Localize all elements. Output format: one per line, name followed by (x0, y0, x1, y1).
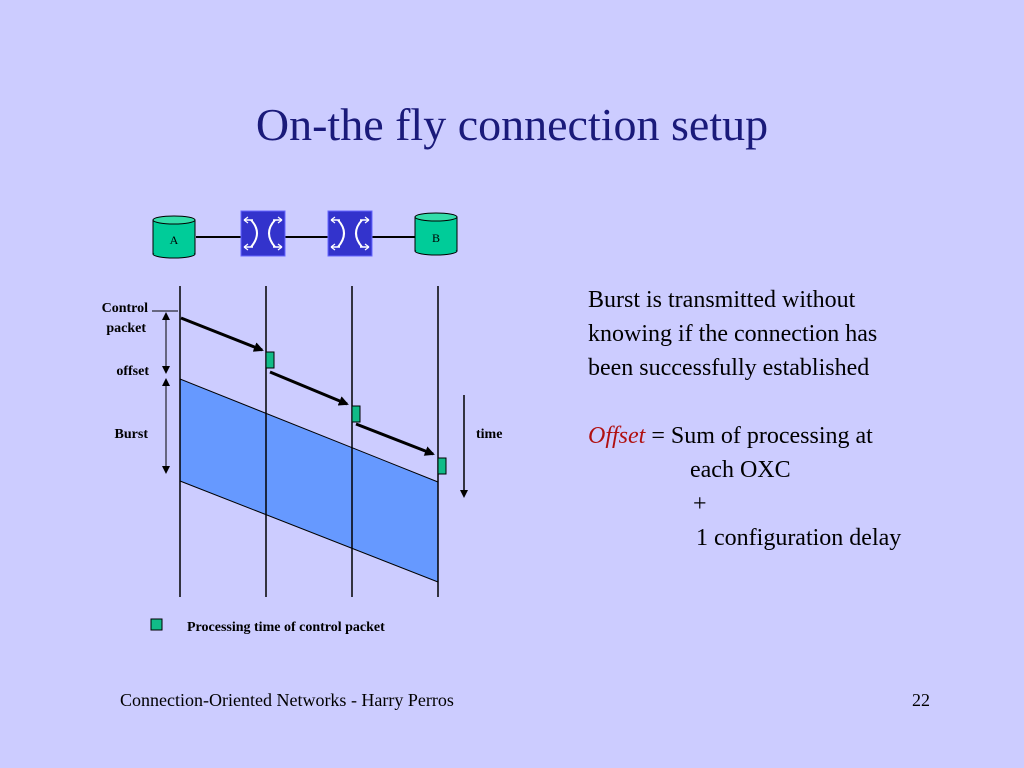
offset-label: offset (116, 364, 149, 379)
offset-definition: Offset = Sum of processing at (588, 419, 1008, 453)
control-packet-arrow (180, 316, 264, 352)
oxc-switch-icon (327, 210, 373, 257)
description-line: each OXC (690, 457, 791, 483)
description-line: Burst is transmitted without (588, 287, 856, 313)
processing-box (351, 405, 361, 423)
processing-box (437, 457, 447, 475)
description-line: been successfully established (588, 355, 870, 381)
node-b-cylinder: B (414, 212, 458, 256)
node-b-label: B (432, 231, 440, 245)
description-line: knowing if the connection has (588, 321, 878, 347)
legend-label: Processing time of control packet (187, 620, 385, 635)
page-number: 22 (912, 690, 930, 710)
legend-swatch (150, 618, 163, 631)
oxc-switch-icon (240, 210, 286, 257)
node-a-label: A (170, 233, 179, 247)
description-line: 1 configuration delay (696, 525, 902, 551)
burst-region (179, 378, 439, 583)
offset-term: Offset (588, 423, 646, 449)
processing-box (265, 351, 275, 369)
control-packet-arrow (269, 370, 349, 406)
node-a-cylinder: A (152, 215, 196, 259)
description-plus: + (693, 491, 707, 517)
time-label: time (476, 427, 502, 442)
description-text: Burst is transmitted without knowing if … (588, 283, 1008, 555)
footer-text: Connection-Oriented Networks - Harry Per… (120, 690, 454, 710)
control-label-line1: Control (102, 301, 149, 316)
offset-definition-text: = Sum of processing at (645, 423, 873, 449)
slide-title: On-the fly connection setup (255, 99, 769, 150)
control-label-line2: packet (106, 321, 146, 336)
control-packet-arrow (355, 422, 435, 456)
burst-label: Burst (115, 427, 149, 442)
